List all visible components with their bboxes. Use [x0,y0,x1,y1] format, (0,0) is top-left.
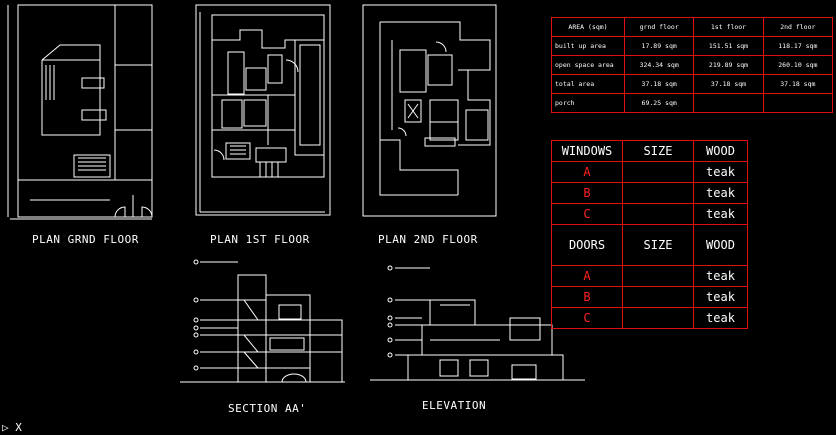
label-elevation: ELEVATION [422,399,487,412]
plan-first-floor-drawing [195,4,331,216]
table-row: porch 69.25 sqm [551,93,834,113]
label-plan-ground-floor: PLAN GRND FLOOR [32,233,139,246]
table-row: C teak [551,203,748,225]
table-row: A teak [551,265,748,287]
elevation-drawing [370,265,585,381]
label-plan-first-floor: PLAN 1ST FLOOR [210,233,310,246]
windows-doors-table: WINDOWS SIZE WOOD A teak B teak C teak D… [551,140,748,329]
table-row: B teak [551,286,748,308]
label-section-aa: SECTION AA' [228,402,307,415]
table-row: DOORS SIZE WOOD [551,224,748,266]
label-plan-second-floor: PLAN 2ND FLOOR [378,233,478,246]
table-row: open space area 324.34 sqm 219.89 sqm 26… [551,55,834,75]
section-aa-drawing [180,259,345,383]
table-row: total area 37.18 sqm 37.18 sqm 37.18 sqm [551,74,834,94]
plan-ground-floor-drawing [7,4,153,220]
table-row: built up area 17.89 sqm 151.51 sqm 118.1… [551,36,834,56]
area-table: AREA (sqm) grnd floor 1st floor 2nd floo… [551,17,834,113]
ucs-icon: ▷ X [2,421,22,434]
plan-second-floor-drawing [362,4,497,217]
table-row: B teak [551,182,748,204]
table-row: WINDOWS SIZE WOOD [551,140,748,162]
table-row: C teak [551,307,748,329]
table-row: AREA (sqm) grnd floor 1st floor 2nd floo… [551,17,834,37]
table-row: A teak [551,161,748,183]
